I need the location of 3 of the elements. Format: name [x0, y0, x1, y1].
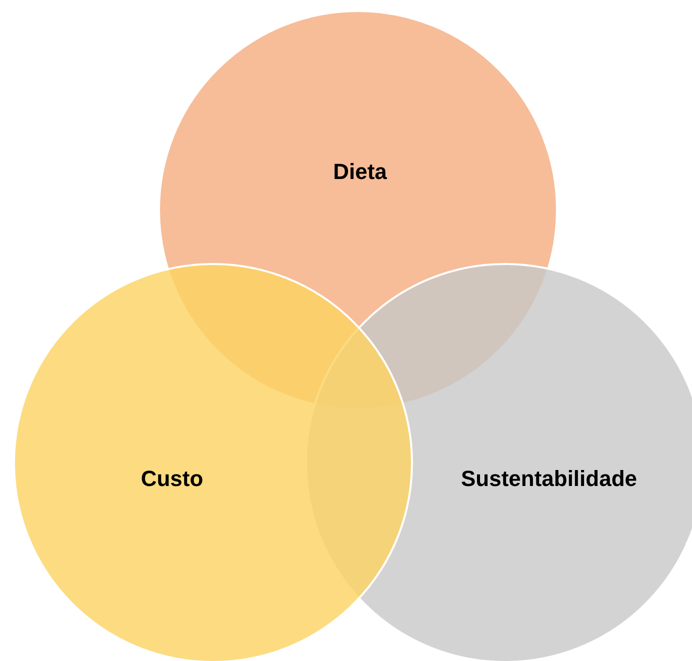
circle-label: Custo — [140, 466, 204, 492]
circle-label: Dieta — [333, 159, 387, 185]
circle-label: Sustentabilidade — [460, 466, 638, 492]
